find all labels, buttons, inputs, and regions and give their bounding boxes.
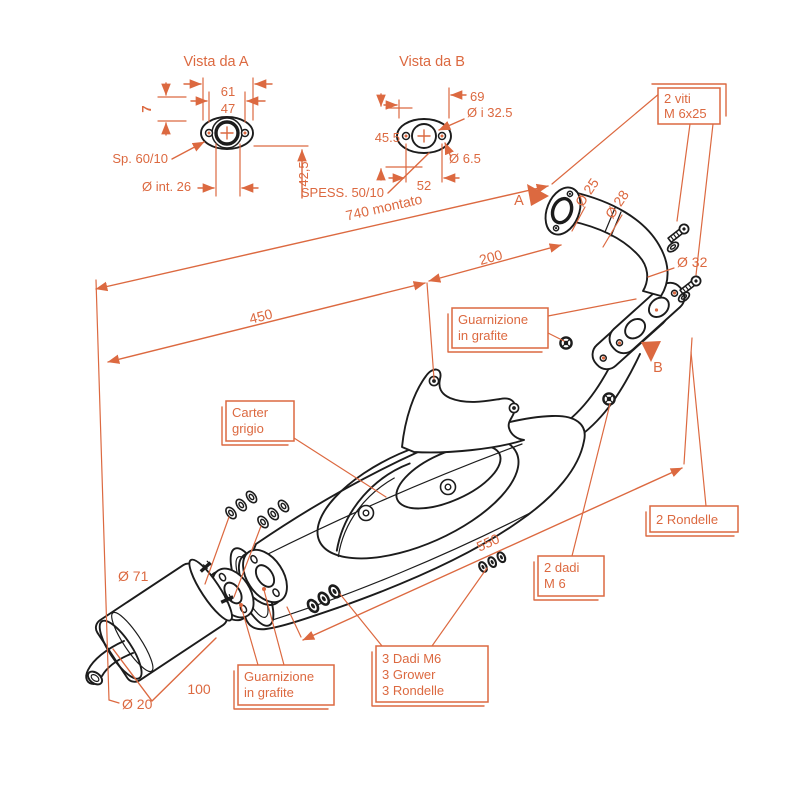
exhaust-flange-stack (591, 281, 686, 371)
dim-i-32-5: Ø i 32.5 (467, 105, 513, 120)
dim-450: 450 (248, 306, 275, 327)
dia-71: Ø 71 (118, 568, 149, 584)
label-sp-60-10: Sp. 60/10 (112, 151, 168, 166)
view-markers: A B (514, 184, 663, 376)
dim-47: 47 (221, 101, 235, 116)
assembly-line-art (85, 186, 704, 686)
silencer (85, 558, 234, 686)
callout-2-rondelle-line1: 2 Rondelle (656, 512, 718, 527)
callout-3-dadi: 3 Dadi M6 3 Grower 3 Rondelle (339, 567, 489, 707)
callout-guarnizione-lower: Guarnizione in grafite (233, 589, 335, 710)
callout-2-dadi: 2 dadi M 6 (533, 403, 611, 601)
callout-2-dadi-line1: 2 dadi (544, 560, 580, 575)
callout-carter-grigio-box (225, 400, 295, 442)
vista-a-title: Vista da A (183, 54, 248, 70)
callout-2-rondelle-box (649, 505, 739, 533)
marker-b-arrow-icon (641, 341, 661, 362)
callout-3-dadi-box (375, 645, 489, 703)
callout-guarnizione-lower-line1: Guarnizione (244, 669, 314, 684)
callout-2-dadi-box (537, 555, 605, 597)
dim-69: 69 (470, 89, 484, 104)
dim-42-5: 42,5 (296, 161, 311, 186)
callout-2-dadi-line2: M 6 (544, 576, 566, 591)
callout-2-viti: 2 viti M 6x25 (651, 83, 727, 276)
washer-leaders (204, 516, 262, 598)
callout-3-dadi-line3: 3 Rondelle (382, 683, 444, 698)
leader-dots (239, 291, 677, 607)
dia-32: Ø 32 (677, 254, 708, 270)
vista-a-flange (200, 116, 254, 150)
mounting-arm (401, 368, 525, 454)
callout-2-rondelle: 2 Rondelle (645, 351, 739, 537)
marker-b-label: B (653, 360, 663, 376)
label-diam-int-26: Ø int. 26 (142, 179, 191, 194)
label-spess-50-10: SPESS. 50/10 (301, 185, 384, 200)
dim-45-5: 45.5 (375, 130, 400, 145)
dimension-lines: 740 montato 450 200 550 100 Ø 20 Ø 71 (95, 92, 693, 712)
gasket-disc-rear (237, 548, 288, 606)
callout-carter-grigio-line2: grigio (232, 421, 264, 436)
dim-100: 100 (187, 681, 211, 697)
dia-20: Ø 20 (122, 696, 153, 712)
screw-icon (677, 273, 704, 297)
dim-200: 200 (477, 246, 504, 268)
marker-a-arrow-icon (527, 184, 549, 206)
callout-3-dadi-line1: 3 Dadi M6 (382, 651, 441, 666)
dim-61: 61 (221, 84, 235, 99)
vista-b-view: Vista da B 69 Ø i 32.5 45.5 Ø 6.5 (301, 54, 513, 200)
callout-guarnizione-lower-line2: in grafite (244, 685, 294, 700)
callout-guarnizione-lower-box (237, 664, 335, 706)
callout-carter-grigio-line1: Carter (232, 405, 269, 420)
callout-guarnizione-upper: Guarnizione in grafite (447, 298, 637, 353)
vista-b-flange (396, 118, 452, 154)
callout-guarnizione-upper-line1: Guarnizione (458, 312, 528, 327)
vista-b-title: Vista da B (399, 54, 465, 70)
vista-a-view: Vista da A 61 47 7 Sp. 60/10 (112, 54, 311, 199)
callout-carter-grigio: Carter grigio (221, 400, 387, 498)
dim-7: 7 (139, 105, 154, 112)
screw-icon (665, 221, 692, 245)
callout-guarnizione-upper-line2: in grafite (458, 328, 508, 343)
callout-2-viti-line2: M 6x25 (664, 106, 707, 121)
callout-guarnizione-upper-box (451, 307, 549, 349)
dim-6-5: Ø 6.5 (449, 151, 481, 166)
callout-3-dadi-line2: 3 Grower (382, 667, 436, 682)
callout-2-viti-line1: 2 viti (664, 91, 691, 106)
marker-a-label: A (514, 193, 524, 209)
callout-2-viti-box (657, 87, 721, 125)
